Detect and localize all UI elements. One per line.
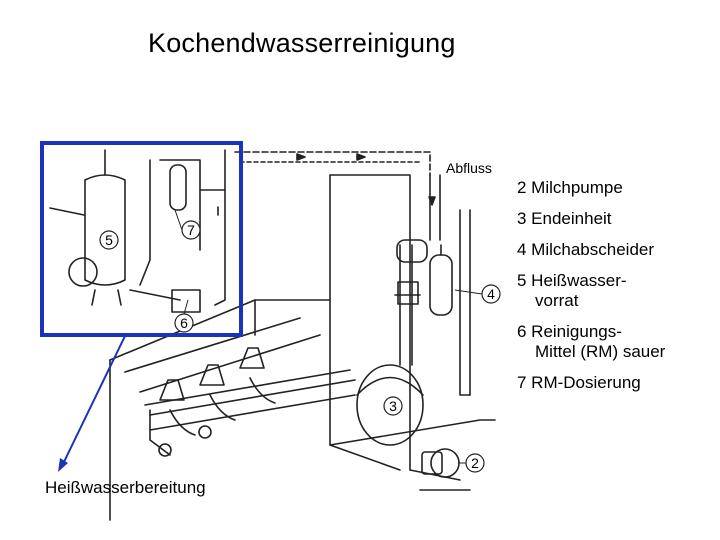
arrowhead-icon: [58, 458, 68, 472]
legend-item-7-text: 7 RM-Dosierung: [517, 373, 641, 392]
legend-item-2: 2 Milchpumpe: [517, 178, 717, 198]
legend-item-5: 5 Heißwasser- vorrat: [517, 271, 717, 311]
callout-6: 6: [180, 315, 188, 331]
caption-arrow: [62, 336, 125, 466]
callout-3: 3: [389, 398, 397, 414]
legend-item-2-text: 2 Milchpumpe: [517, 178, 623, 197]
legend-item-6-text: 6 Reinigungs-: [517, 322, 622, 341]
legend-item-4-text: 4 Milchabscheider: [517, 240, 654, 259]
heisswasser-highlight-box: [42, 143, 241, 335]
legend-item-5-text: 5 Heißwasser-: [517, 271, 627, 290]
legend-item-5-text-line2: vorrat: [517, 291, 717, 311]
callout-4: 4: [487, 286, 495, 302]
abfluss-label: Abfluss: [446, 160, 492, 176]
callout-7: 7: [187, 222, 195, 238]
legend-item-3: 3 Endeinheit: [517, 209, 717, 229]
legend-item-6: 6 Reinigungs- Mittel (RM) sauer: [517, 322, 717, 362]
legend-item-4: 4 Milchabscheider: [517, 240, 717, 260]
legend-item-6-text-line2: Mittel (RM) sauer: [517, 342, 717, 362]
legend-item-3-text: 3 Endeinheit: [517, 209, 612, 228]
legend-item-7: 7 RM-Dosierung: [517, 373, 717, 393]
caption-heisswasserbereitung: Heißwasserbereitung: [45, 478, 206, 498]
callout-5: 5: [105, 232, 113, 248]
legend: 2 Milchpumpe 3 Endeinheit 4 Milchabschei…: [517, 178, 717, 404]
callout-2: 2: [471, 455, 479, 471]
